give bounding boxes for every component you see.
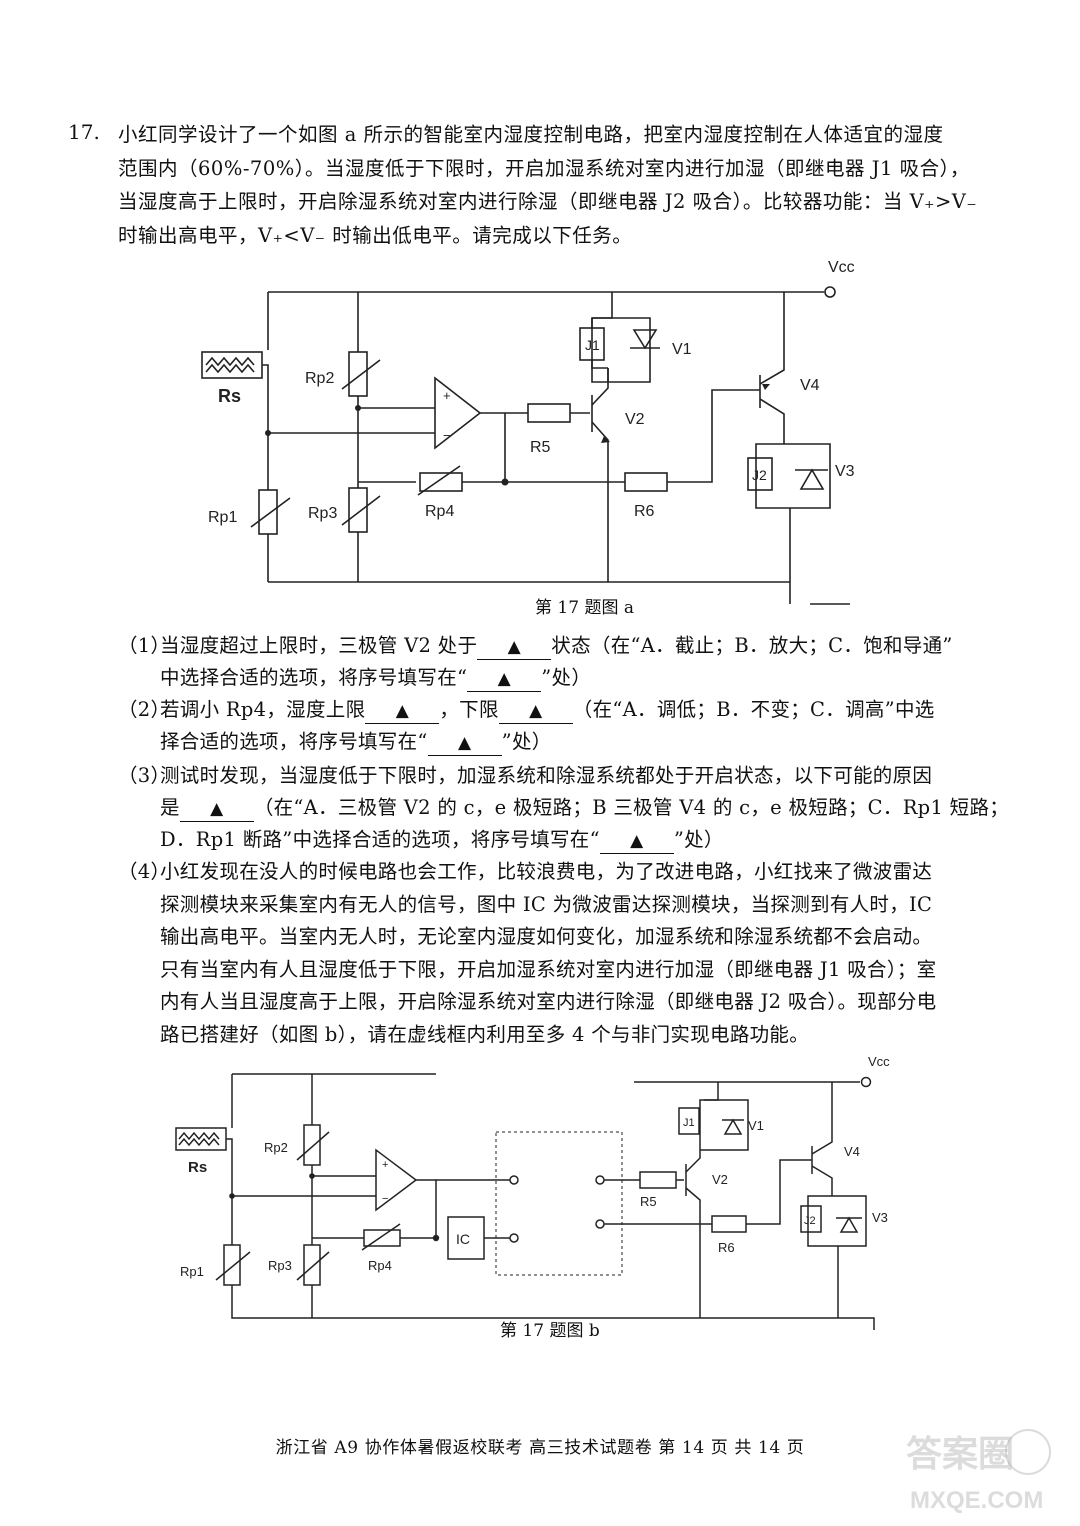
label-ic: IC xyxy=(456,1231,470,1247)
label-r5: R5 xyxy=(530,439,551,456)
intro-line: 范围内（60%-70%）。当湿度低于下限时，开启加湿系统对室内进行加湿（即继电器… xyxy=(118,156,970,180)
label-vcc: Vcc xyxy=(828,259,855,276)
label-v1: V1 xyxy=(672,341,692,358)
answer-blank[interactable]: ▲ xyxy=(179,796,254,822)
label-minus: − xyxy=(382,1193,388,1205)
triangle-icon: ▲ xyxy=(529,701,543,721)
figure-b-caption: 第 17 题图 b xyxy=(500,1321,600,1341)
label-plus: + xyxy=(443,388,451,403)
label-v2: V2 xyxy=(625,411,645,428)
label-minus: − xyxy=(443,428,451,443)
sub-question-4: （4） 小红发现在没人的时候电路也会工作，比较浪费电，为了改进电路，小红找来了微… xyxy=(118,860,937,1046)
triangle-icon: ▲ xyxy=(457,733,472,753)
label-rs: Rs xyxy=(188,1159,207,1176)
label-rp1: Rp1 xyxy=(208,509,237,526)
circuit-figure-b: Vcc Rs Rp2 Rp1 Rp3 Rp4 IC R5 R6 J1 V1 V2… xyxy=(175,1054,890,1330)
sub-question-1: （1） 当湿度超过上限时，三极管 V2 处于▲状态（在“A．截止；B．放大；C．… xyxy=(118,630,1023,694)
answer-blank[interactable]: ▲ xyxy=(427,730,502,756)
watermark-logo: 答案圈 MXQE.COM xyxy=(906,1429,1051,1514)
label-plus: + xyxy=(382,1159,388,1171)
label-r6: R6 xyxy=(718,1240,735,1255)
label-v1: V1 xyxy=(748,1118,764,1133)
label-v3: V3 xyxy=(835,463,855,480)
figure-a-caption: 第 17 题图 a xyxy=(535,598,634,618)
intro-line: 当湿度高于上限时，开启除湿系统对室内进行除湿（即继电器 J2 吸合）。比较器功能… xyxy=(118,190,978,213)
label-rp4: Rp4 xyxy=(368,1258,392,1273)
label-rp2: Rp2 xyxy=(305,370,334,387)
page-footer: 浙江省 A9 协作体暑假返校联考 高三技术试题卷 第 14 页 共 14 页 xyxy=(275,1438,805,1458)
question-intro: 小红同学设计了一个如图 a 所示的智能室内湿度控制电路，把室内湿度控制在人体适宜… xyxy=(118,118,1018,252)
triangle-icon: ▲ xyxy=(395,701,410,721)
sub-question-3: （3） 测试时发现，当湿度低于下限时，加湿系统和除湿系统都处于开启状态，以下可能… xyxy=(118,760,1023,856)
label-v3: V3 xyxy=(872,1210,888,1225)
label-rs: Rs xyxy=(218,386,241,406)
answer-blank[interactable]: ▲ xyxy=(599,828,674,854)
label-rp3: Rp3 xyxy=(308,505,337,522)
triangle-icon: ▲ xyxy=(497,669,511,689)
label-v2: V2 xyxy=(712,1172,728,1187)
label-j1: J1 xyxy=(683,1117,695,1129)
label-rp4: Rp4 xyxy=(425,503,454,520)
label-r5: R5 xyxy=(640,1194,657,1209)
answer-blank[interactable]: ▲ xyxy=(498,698,573,724)
triangle-icon: ▲ xyxy=(507,637,521,657)
label-j2: J2 xyxy=(752,467,767,483)
question-number: 17. xyxy=(68,120,100,144)
label-j1: J1 xyxy=(585,337,600,353)
label-rp3: Rp3 xyxy=(268,1258,292,1273)
label-rp2: Rp2 xyxy=(264,1140,288,1155)
label-rp1: Rp1 xyxy=(180,1264,204,1279)
circuit-figure-a: Vcc Rs Rp2 Rp1 Rp3 Rp4 R5 R6 J1 V1 V2 V4… xyxy=(201,259,855,605)
svg-text:答案圈: 答案圈 xyxy=(906,1433,1014,1474)
label-v4: V4 xyxy=(844,1144,860,1159)
label-v4: V4 xyxy=(800,377,820,394)
sub-question-2: （2） 若调小 Rp4，湿度上限▲，下限▲（在“A．调低；B．不变；C．调高”中… xyxy=(118,694,1023,758)
answer-blank[interactable]: ▲ xyxy=(467,666,542,692)
label-vcc: Vcc xyxy=(868,1054,890,1069)
answer-blank[interactable]: ▲ xyxy=(477,634,552,660)
answer-blank[interactable]: ▲ xyxy=(365,698,440,724)
intro-line: 小红同学设计了一个如图 a 所示的智能室内湿度控制电路，把室内湿度控制在人体适宜… xyxy=(118,123,944,146)
svg-text:MXQE.COM: MXQE.COM xyxy=(910,1487,1043,1514)
label-j2: J2 xyxy=(804,1215,816,1227)
triangle-icon: ▲ xyxy=(630,831,644,851)
label-r6: R6 xyxy=(634,503,655,520)
triangle-icon: ▲ xyxy=(210,799,224,819)
intro-line: 时输出高电平，V₊<V₋ 时输出低电平。请完成以下任务。 xyxy=(118,223,633,247)
